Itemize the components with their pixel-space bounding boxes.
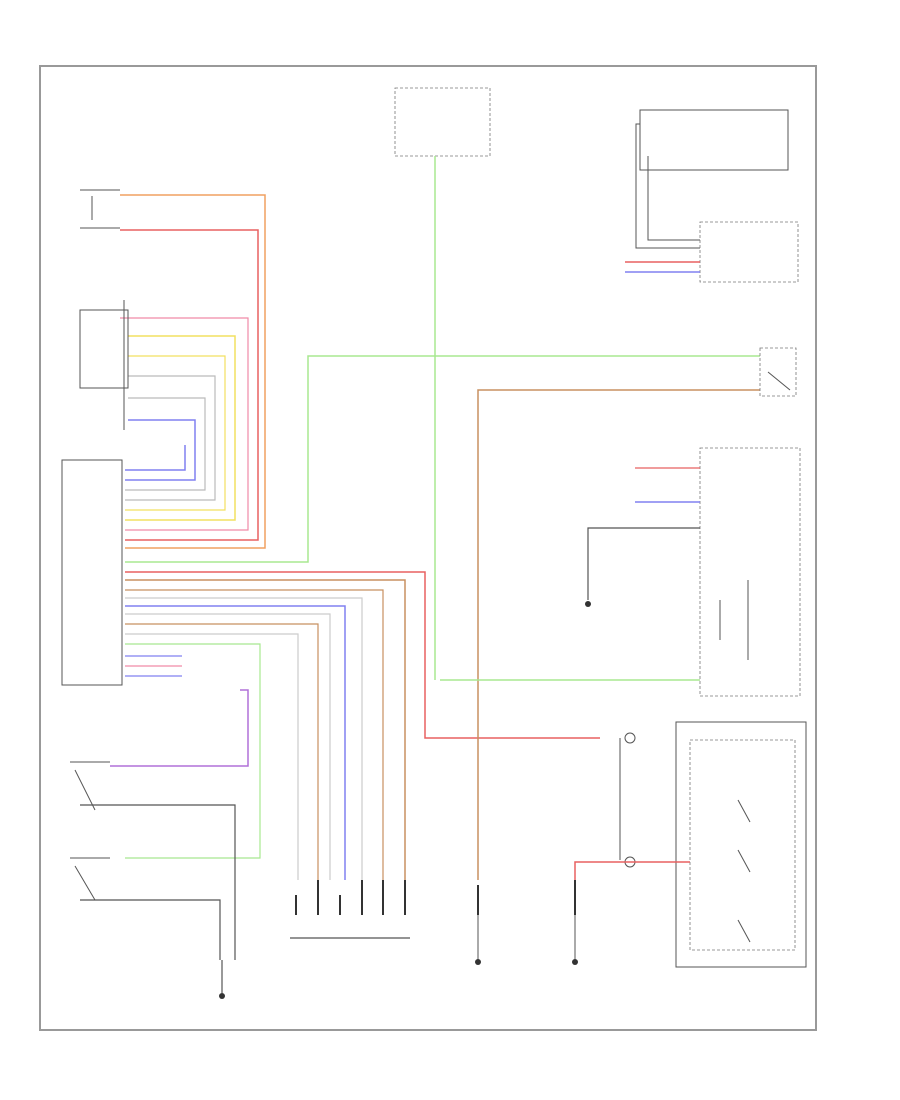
right-top-switch-box (625, 109, 799, 283)
wire-green-2 (125, 643, 261, 859)
wire-gray-5 (125, 633, 299, 880)
wire-gray-2 (125, 397, 206, 491)
wire-tan (125, 623, 319, 880)
right-mid-switch (759, 347, 797, 397)
left-top-switch (80, 189, 120, 229)
ground-left (219, 993, 225, 999)
diagram-frame (39, 65, 817, 1031)
wire-blue-1 (125, 419, 196, 481)
wire-gray-3 (125, 597, 363, 880)
wire-blue-2 (125, 445, 186, 471)
wire-violet (110, 689, 249, 767)
wire-blue-3 (125, 605, 346, 880)
wire-brown-1 (125, 579, 406, 880)
wire-red (120, 229, 259, 541)
instrument-cluster (440, 447, 801, 697)
left-bottom-switches (70, 761, 236, 999)
wire-pink (120, 317, 249, 531)
wire-orange (120, 194, 266, 549)
right-bottom-module (572, 721, 807, 968)
bottom-connector (290, 880, 410, 939)
center-ground (475, 389, 760, 965)
wire-brown-long (477, 389, 760, 880)
module-output-wires (110, 355, 760, 880)
top-center-unit (394, 87, 491, 680)
wire-yellow-2 (125, 355, 226, 511)
wire-lightgreen-top (125, 355, 760, 563)
wire-yellow-1 (125, 335, 236, 521)
wire-brown-2 (125, 589, 384, 880)
wire-red-long (125, 571, 600, 739)
left-connector-block (79, 300, 129, 430)
main-module (61, 459, 123, 686)
wire-gray-1 (125, 375, 216, 501)
wire-gray-4 (125, 613, 331, 880)
